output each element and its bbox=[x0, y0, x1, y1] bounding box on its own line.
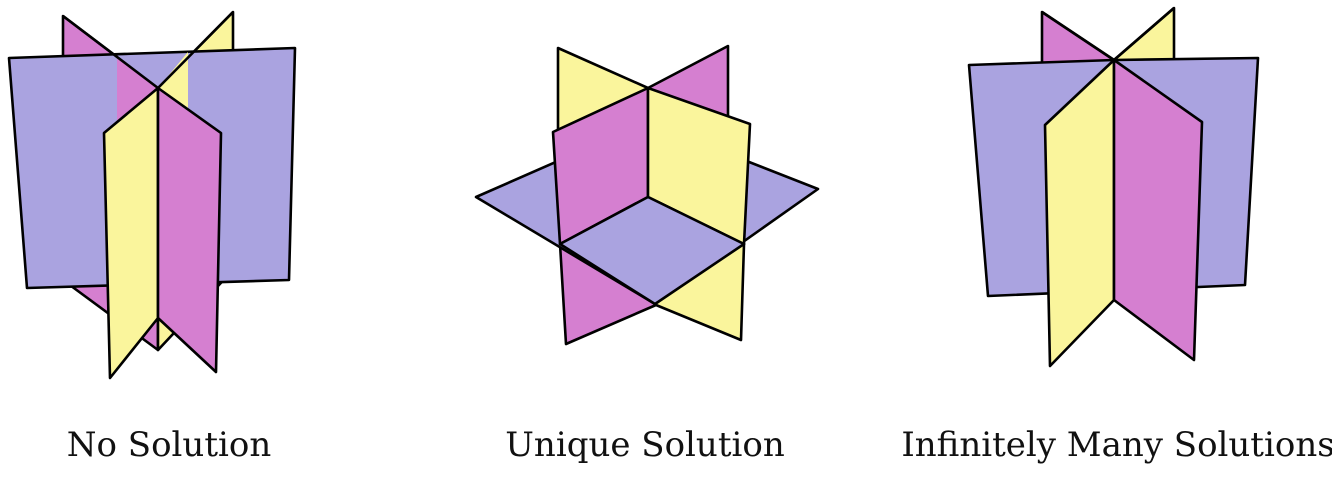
panel-unique-solution bbox=[474, 44, 820, 346]
panel-infinitely-many-solutions bbox=[967, 6, 1260, 368]
panel-no-solution bbox=[7, 10, 297, 380]
back-wing-edge bbox=[1041, 10, 1115, 62]
back-wing-edge bbox=[157, 11, 234, 89]
caption-no-solution: No Solution bbox=[66, 425, 272, 465]
caption-unique-solution: Unique Solution bbox=[505, 425, 785, 465]
purple-front-floor bbox=[558, 195, 746, 306]
back-wing-edge bbox=[62, 14, 159, 90]
back-wing-edge bbox=[1113, 7, 1175, 61]
caption-infinitely-many-solutions: Infinitely Many Solutions bbox=[901, 425, 1332, 465]
